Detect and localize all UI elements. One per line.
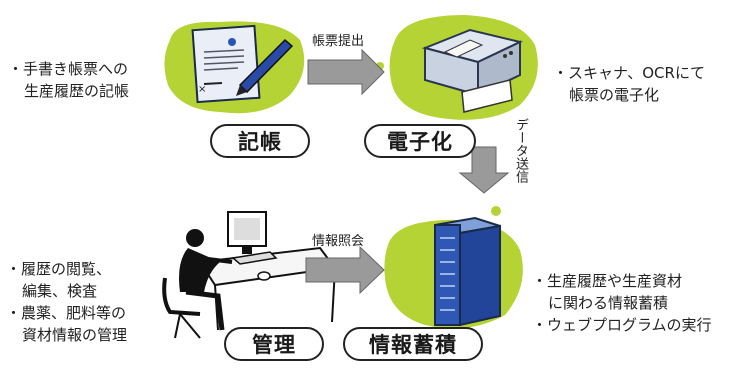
stage-label-store: 情報蓄積 xyxy=(343,327,483,361)
desc-digitize-line-1: ・スキャナ、OCRにて xyxy=(553,64,705,82)
person-at-computer-icon xyxy=(162,211,337,339)
stage-label-manage: 管理 xyxy=(224,327,324,361)
arrow-label-query: 情報照会 xyxy=(312,234,365,249)
desc-store-line-2: に関わる情報蓄積 xyxy=(548,294,669,312)
arrow-label-send: データ送信 xyxy=(513,118,528,183)
blob-dot-1 xyxy=(491,206,501,216)
desc-manage-line-3: ・農薬、肥料等の xyxy=(6,304,127,322)
desc-digitize-line-2: 帳票の電子化 xyxy=(569,86,660,104)
desc-manage-line-1: ・履歴の閲覧、 xyxy=(6,260,112,278)
arrow-send xyxy=(458,146,510,194)
stage-label-write: 記帳 xyxy=(210,124,310,158)
stage-label-digitize: 電子化 xyxy=(364,124,476,158)
form-and-pen-icon: × xyxy=(191,24,294,104)
arrow-query xyxy=(305,245,385,295)
desc-manage-line-4: 資材情報の管理 xyxy=(22,326,128,344)
desc-digitize: ・スキャナ、OCRにて 帳票の電子化 xyxy=(553,62,705,106)
desc-store-line-3: ・ウェブプログラムの実行 xyxy=(532,316,712,334)
server-rack-icon xyxy=(434,216,501,327)
desc-write: ・手書き帳票への 生産履歴の記帳 xyxy=(8,58,129,102)
arrow-label-submit: 帳票提出 xyxy=(312,34,365,49)
desc-store-line-1: ・生産履歴や生産資材 xyxy=(532,272,683,290)
desc-write-line-2: 生産履歴の記帳 xyxy=(24,82,130,100)
scanner-printer-icon xyxy=(421,28,523,113)
desc-manage-line-2: 編集、検査 xyxy=(22,282,98,300)
desc-write-line-1: ・手書き帳票への xyxy=(8,60,129,78)
svg-text:×: × xyxy=(198,84,206,95)
desc-manage: ・履歴の閲覧、 編集、検査 ・農薬、肥料等の 資材情報の管理 xyxy=(6,258,127,346)
arrow-submit xyxy=(307,48,385,96)
desc-store: ・生産履歴や生産資材 に関わる情報蓄積 ・ウェブプログラムの実行 xyxy=(532,270,712,336)
